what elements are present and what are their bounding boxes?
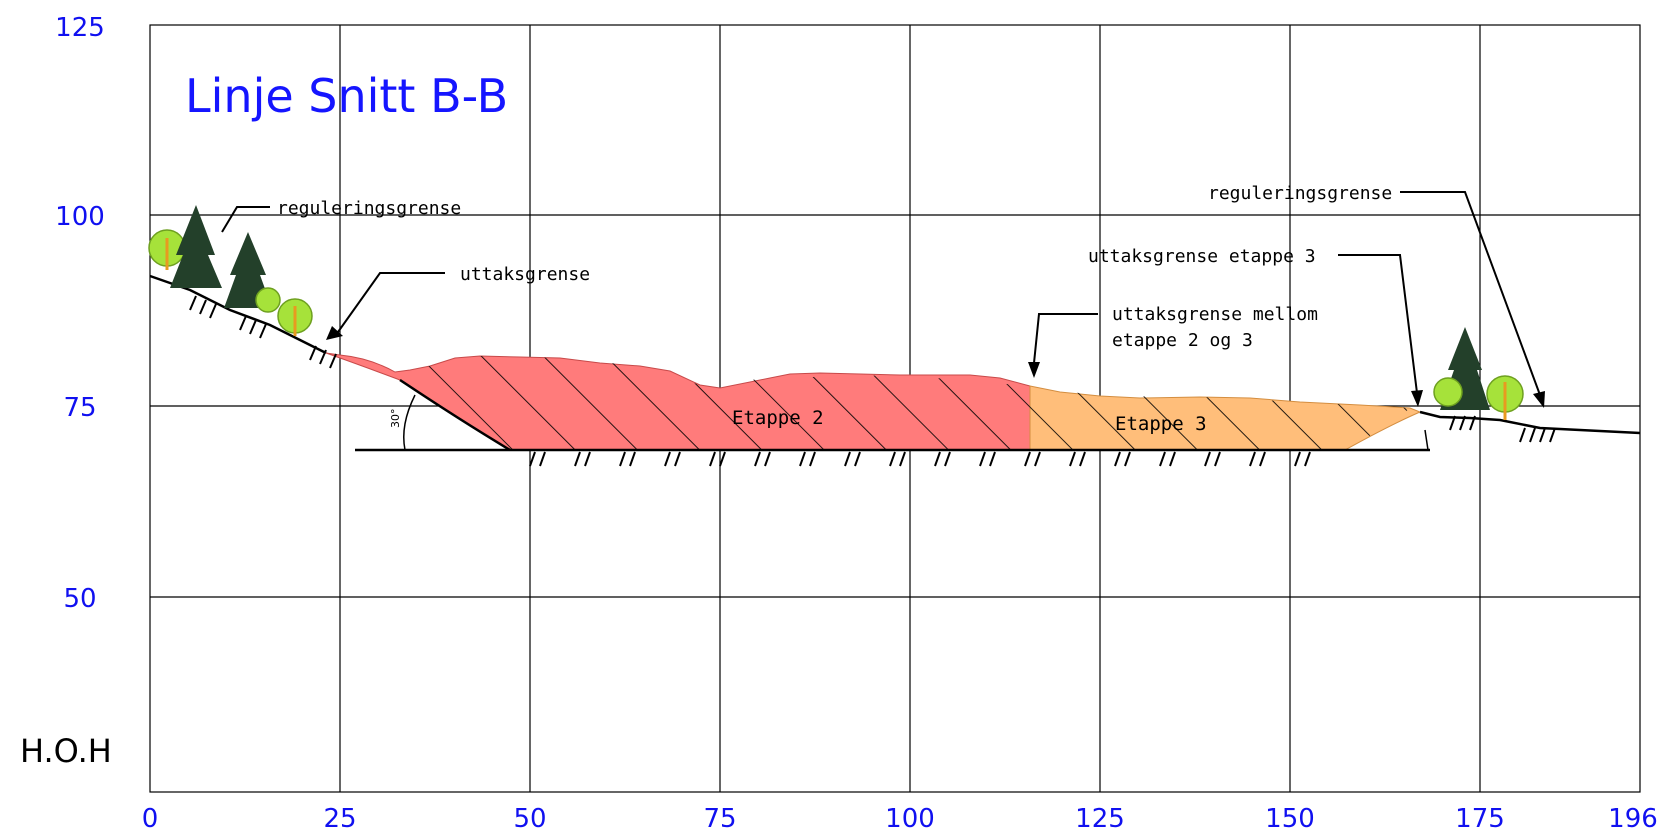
angle-label: 30° [389,409,402,429]
x-tick-label: 25 [323,804,356,834]
zone-label-etappe2: Etappe 2 [732,407,824,429]
x-tick-label: 175 [1455,804,1505,834]
annotation-uttak-mellom-1: uttaksgrense mellom [1112,304,1318,325]
terrain-right [1419,410,1641,435]
slope-left [399,378,511,452]
zone-label-etappe3: Etappe 3 [1115,413,1207,435]
x-tick-label: 125 [1075,804,1125,834]
trees-left [148,205,313,336]
x-tick-label: 0 [142,804,159,834]
annotation-uttak-etappe3: uttaksgrense etappe 3 [1088,246,1316,267]
angle-marker [403,394,1429,451]
annotation-uttak-left: uttaksgrense [460,264,590,285]
annotation-regulering-left: reguleringsgrense [277,198,461,219]
x-tick-label: 196 [1608,804,1658,834]
trees-right [1433,327,1524,420]
tree-icon [255,287,281,313]
hatching [395,356,1410,450]
x-tick-label: 50 [513,804,546,834]
leader-lines [221,191,1541,396]
drawing-title: Linje Snitt B-B [185,69,508,123]
tree-icon [170,205,222,288]
x-tick-label: 75 [703,804,736,834]
y-tick-label: 50 [63,584,96,614]
x-tick-label: 100 [885,804,935,834]
ground-ticks [189,295,1556,467]
unit-label: H.O.H [20,732,112,770]
y-tick-label: 125 [55,13,105,43]
tree-icon [224,232,272,308]
y-tick-label: 100 [55,202,105,232]
tree-icon [1433,377,1463,407]
leader-arrowheads [326,326,1545,408]
y-tick-label: 75 [63,393,96,423]
grid-frame [149,24,1641,793]
annotation-uttak-mellom-2: etappe 2 og 3 [1112,330,1253,351]
annotation-regulering-right: reguleringsgrense [1208,183,1392,204]
x-tick-label: 150 [1265,804,1315,834]
